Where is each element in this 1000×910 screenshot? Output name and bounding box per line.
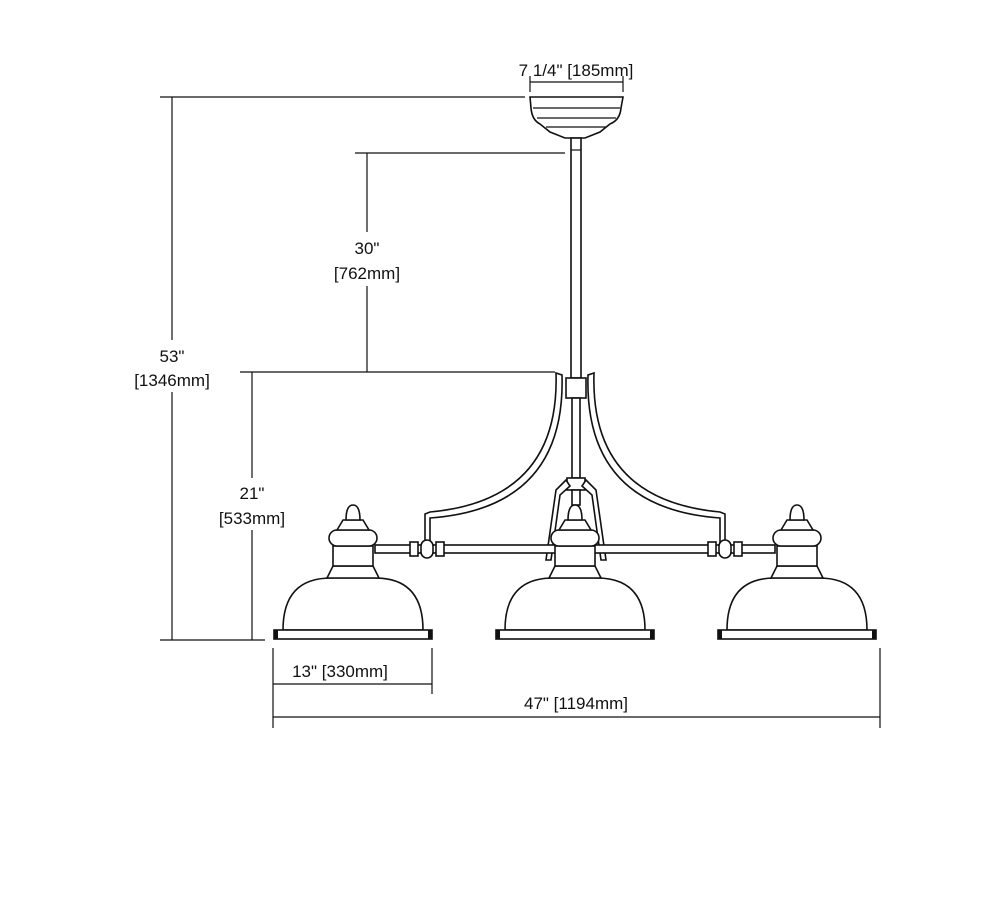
shade-right <box>717 504 877 640</box>
overall-height-mm-label: [1346mm] <box>134 371 210 390</box>
shade-left <box>273 504 433 640</box>
shade-center <box>495 504 655 640</box>
body-height-mm-label: [533mm] <box>219 509 285 528</box>
dimension-lines <box>160 76 881 728</box>
canopy-width-label: 7 1/4" [185mm] <box>519 61 634 80</box>
body-height-in-label: 21" <box>240 484 265 503</box>
canopy <box>529 96 624 139</box>
chain-length-in-label: 30" <box>355 239 380 258</box>
chain-length-mm-label: [762mm] <box>334 264 400 283</box>
downrod <box>565 137 587 506</box>
overall-width-label: 47" [1194mm] <box>524 694 628 713</box>
shade-width-label: 13" [330mm] <box>292 662 388 681</box>
overall-height-in-label: 53" <box>160 347 185 366</box>
